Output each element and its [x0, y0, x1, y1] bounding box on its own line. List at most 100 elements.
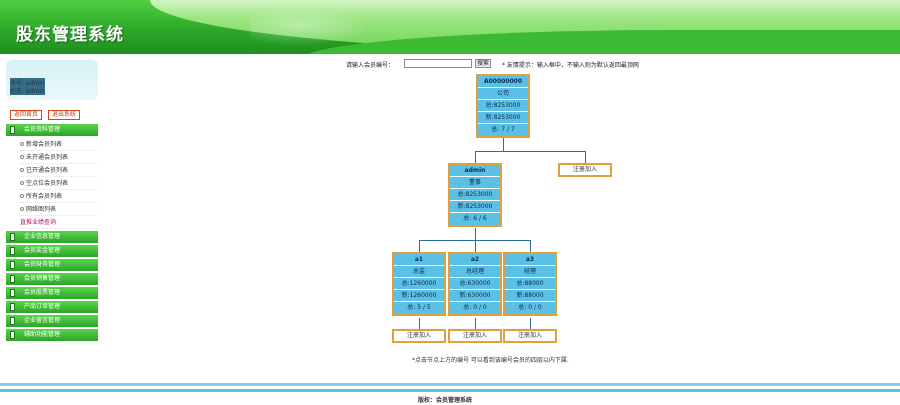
- node-count: 总: 0 / 0: [518, 304, 542, 311]
- tree-node-a1: a1 总监 总:1260000 新:1260000 总: 5 / 5: [392, 252, 446, 316]
- node-new: 新:1260000: [394, 290, 444, 302]
- menu-member-finance[interactable]: 会员财务管理: [6, 259, 98, 271]
- menu-label: 辅助功能管理: [24, 331, 61, 338]
- menu-label: 会员财务管理: [24, 261, 61, 268]
- document-icon: [10, 233, 15, 241]
- menu-product-orders[interactable]: 产品订单管理: [6, 301, 98, 313]
- user-card-number: 卡号: admin: [10, 78, 45, 87]
- node-id-link[interactable]: A00000000: [478, 76, 528, 88]
- register-join-button[interactable]: 注册加入: [392, 329, 446, 343]
- user-info-box: 卡号: admin 姓名: admin: [6, 60, 98, 100]
- connector-line: [475, 151, 476, 163]
- submenu-label: 所有会员列表: [26, 193, 63, 200]
- menu-member-sales[interactable]: 会员销售管理: [6, 273, 98, 285]
- register-join-button[interactable]: 注册加入: [448, 329, 502, 343]
- bullet-icon: [20, 168, 24, 172]
- menu-label: 会员奖金管理: [24, 247, 61, 254]
- document-icon: [10, 247, 15, 255]
- footer-divider: [0, 383, 900, 386]
- menu-member-stock[interactable]: 会员股票管理: [6, 287, 98, 299]
- submenu-new-members[interactable]: 新增会员列表: [20, 138, 98, 151]
- node-total: 总:8253000: [478, 100, 528, 112]
- menu-label: 产品订单管理: [24, 303, 61, 310]
- document-icon: [10, 261, 15, 269]
- search-button[interactable]: 搜索: [475, 59, 491, 68]
- connector-line: [475, 318, 476, 329]
- world-map-graphic: [250, 6, 370, 46]
- app-title: 股东管理系统: [16, 25, 124, 45]
- node-new: 新:630000: [450, 290, 500, 302]
- submenu-all-members[interactable]: 所有会员列表: [20, 190, 98, 203]
- tree-node-admin: admin 董事 总:8253000 新:8253000 总: 6 / 6: [448, 163, 502, 227]
- menu-label: 会员资料管理: [24, 126, 61, 133]
- node-id-link[interactable]: a3: [505, 254, 555, 266]
- connector-line: [475, 240, 476, 252]
- bullet-icon: [20, 207, 24, 211]
- node-id-link[interactable]: admin: [450, 165, 500, 177]
- node-count: 总: 7 / 7: [491, 126, 515, 133]
- logout-button[interactable]: 退出系统: [48, 110, 81, 120]
- node-total: 总:8253000: [450, 189, 500, 201]
- submenu-label: 空点位会员列表: [26, 180, 69, 187]
- footer-divider: [0, 389, 900, 392]
- submenu-activated-members[interactable]: 已开通会员列表: [20, 164, 98, 177]
- node-total: 总:630000: [450, 278, 500, 290]
- node-total: 总:88000: [505, 278, 555, 290]
- menu-member-management[interactable]: 会员资料管理: [6, 124, 98, 136]
- tree-node-root: A00000000 公司 总:8253000 新:8253000 总: 7 / …: [476, 74, 530, 138]
- node-id-link[interactable]: a2: [450, 254, 500, 266]
- node-total: 总:1260000: [394, 278, 444, 290]
- search-label: 请输入会员编号：: [346, 62, 395, 69]
- node-id-link[interactable]: a1: [394, 254, 444, 266]
- node-new: 新:88000: [505, 290, 555, 302]
- node-role: 总经理: [450, 266, 500, 278]
- connector-line: [475, 228, 476, 240]
- submenu-direct-performance[interactable]: 直推业绩查询: [20, 216, 98, 229]
- document-icon: [10, 126, 15, 134]
- submenu-network-chart[interactable]: 网络图列表: [20, 203, 98, 216]
- node-role: 总监: [394, 266, 444, 278]
- document-icon: [10, 317, 15, 325]
- submenu-label: 网络图列表: [26, 206, 57, 213]
- document-icon: [10, 303, 15, 311]
- menu-label: 企业留言管理: [24, 317, 61, 324]
- header: 股东管理系统: [0, 0, 900, 54]
- submenu-label: 直推业绩查询: [20, 219, 57, 226]
- connector-line: [530, 240, 531, 252]
- menu-company-messages[interactable]: 企业留言管理: [6, 315, 98, 327]
- connector-line: [419, 240, 420, 252]
- node-new: 新:8253000: [478, 112, 528, 124]
- submenu-empty-position-members[interactable]: 空点位会员列表: [20, 177, 98, 190]
- node-role: 经理: [505, 266, 555, 278]
- copyright: 版权：会员管理系统: [418, 397, 473, 404]
- register-join-button[interactable]: 注册加入: [558, 163, 612, 177]
- bullet-icon: [20, 194, 24, 198]
- node-count: 总: 0 / 0: [463, 304, 487, 311]
- sidebar-menu: 会员资料管理 新增会员列表 未开通会员列表 已开通会员列表 空点位会员列表 所有…: [6, 124, 98, 343]
- menu-auxiliary-functions[interactable]: 辅助功能管理: [6, 329, 98, 341]
- register-join-button[interactable]: 注册加入: [503, 329, 557, 343]
- menu-member-bonus[interactable]: 会员奖金管理: [6, 245, 98, 257]
- connector-line: [530, 318, 531, 329]
- bullet-icon: [20, 142, 24, 146]
- user-name: 姓名: admin: [10, 86, 45, 95]
- tree-node-a2: a2 总经理 总:630000 新:630000 总: 0 / 0: [448, 252, 502, 316]
- connector-line: [475, 151, 586, 152]
- search-tip: * 友情提示：输入框中，不输入则为默认返回最顶网: [502, 62, 639, 69]
- tree-note: *点击节点上方的编号 可以看到该编号会员的四层以内下属.: [412, 357, 569, 364]
- connector-line: [419, 318, 420, 329]
- home-button[interactable]: 返回首页: [10, 110, 43, 120]
- menu-label: 会员销售管理: [24, 275, 61, 282]
- connector-line: [585, 151, 586, 163]
- document-icon: [10, 275, 15, 283]
- menu-label: 企业信息管理: [24, 233, 61, 240]
- node-role: 公司: [478, 88, 528, 100]
- member-id-search-input[interactable]: [404, 59, 472, 68]
- document-icon: [10, 289, 15, 297]
- menu-company-info[interactable]: 企业信息管理: [6, 231, 98, 243]
- submenu-unactivated-members[interactable]: 未开通会员列表: [20, 151, 98, 164]
- member-submenu: 新增会员列表 未开通会员列表 已开通会员列表 空点位会员列表 所有会员列表 网络…: [6, 138, 98, 229]
- menu-label: 会员股票管理: [24, 289, 61, 296]
